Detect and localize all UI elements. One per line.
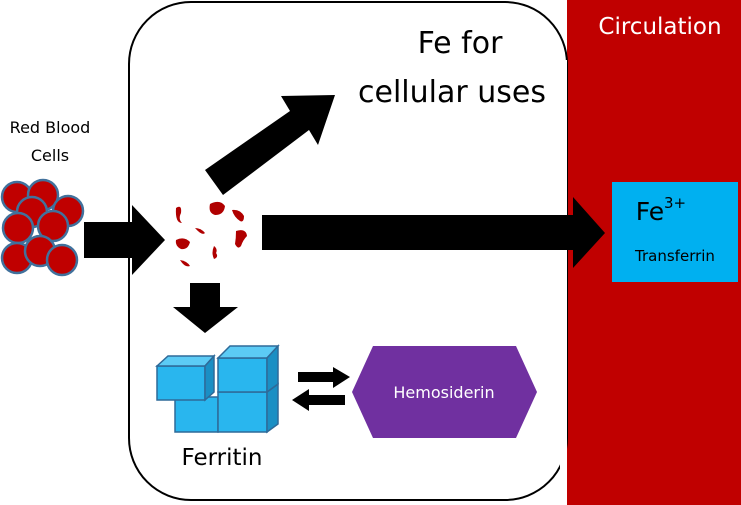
arrow-to-ferritin-icon [292,389,345,411]
iron-fragments-icon [175,201,247,267]
fe-charge-label: 3+ [664,194,686,212]
arrow-diagonal-icon [205,95,335,195]
hemosiderin-shape [352,346,537,438]
arrow-to-hemosiderin-icon [298,367,350,388]
fe-cellular-label-line1: Fe for [418,26,504,61]
hemosiderin-label: Hemosiderin [393,383,494,402]
ferritin-label: Ferritin [181,445,262,471]
red-blood-cells-label-line2: Cells [31,146,69,165]
transferrin-box [612,182,738,282]
circulation-label: Circulation [598,14,721,40]
red-blood-cells-label-line1: Red Blood [10,118,91,137]
arrow-down-icon [173,283,238,333]
fe-label: Fe [636,197,664,226]
transferrin-label: Transferrin [634,247,715,265]
arrow-to-circulation-icon [262,197,605,268]
arrow-right-icon [84,205,165,275]
ferritin-icon [155,344,280,434]
fe-cellular-label-line2: cellular uses [358,75,546,110]
red-blood-cells-icon [0,178,85,277]
